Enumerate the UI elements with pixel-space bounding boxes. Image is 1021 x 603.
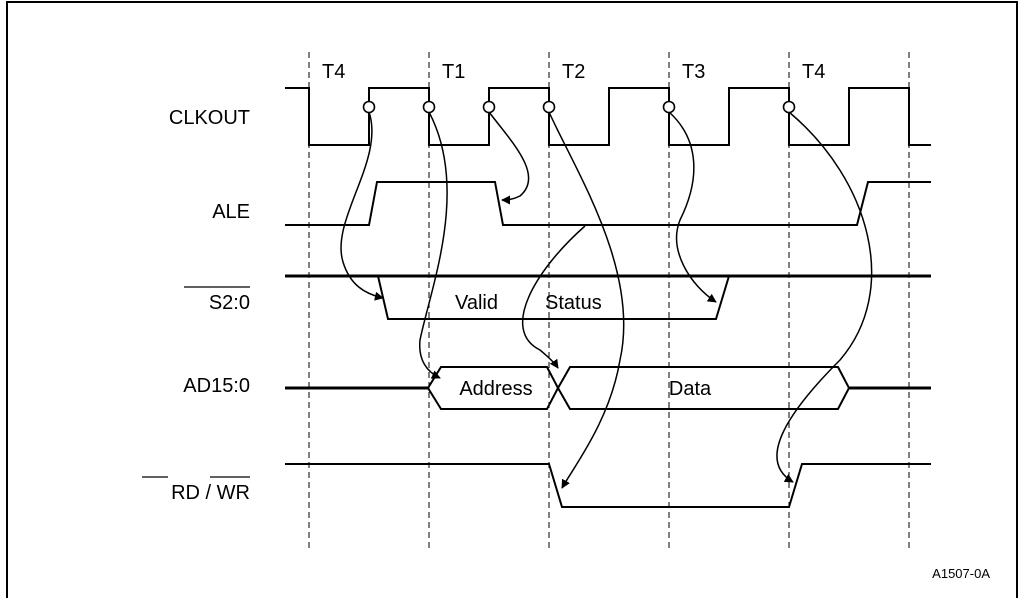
signal-label-rd: RD: [171, 482, 200, 504]
data-label: Data: [669, 378, 712, 400]
ale-waveform: [285, 181, 931, 226]
period-labels: T4 T1 T2 T3 T4: [322, 61, 825, 83]
arrow-clk-to-ale: [488, 111, 530, 205]
signal-label-wr: WR: [217, 482, 250, 504]
bus-labels: Valid Status Address Data: [455, 292, 712, 400]
arrow-clk-to-rd-end: [776, 111, 873, 483]
signal-label-clkout: CLKOUT: [169, 107, 250, 129]
arrow-clk-to-address: [419, 111, 448, 379]
sample-point: [542, 100, 556, 114]
period-label-t3: T3: [682, 61, 705, 83]
status-word-label: Status: [545, 292, 602, 314]
clock-sample-points: [362, 100, 796, 114]
arrow-clk-to-rd: [548, 111, 625, 489]
sample-point: [482, 100, 496, 114]
sample-point: [422, 100, 436, 114]
sample-point: [782, 100, 796, 114]
figure-border: [6, 1, 1018, 603]
period-label-t4: T4: [322, 61, 345, 83]
signal-label-ad: AD15:0: [183, 375, 250, 397]
period-label-t1: T1: [442, 61, 465, 83]
sample-point: [362, 100, 376, 114]
period-label-t2: T2: [562, 61, 585, 83]
signal-names: CLKOUT ALE S2:0 AD15:0 RD / WR: [142, 107, 250, 504]
figure-id: A1507-0A: [932, 566, 990, 581]
arrow-ale-to-data: [521, 225, 586, 369]
signal-label-slash: /: [200, 482, 217, 504]
signal-label-s20: S2:0: [209, 292, 250, 314]
rd-wr-waveform: [285, 463, 931, 508]
causal-arrows: [340, 111, 873, 489]
status-valid-label: Valid: [455, 292, 498, 314]
arrow-clk-to-s20: [340, 111, 384, 301]
signal-label-rd-wr: RD / WR: [171, 482, 250, 504]
address-label: Address: [459, 378, 532, 400]
clkout-waveform: [285, 87, 931, 146]
sample-point: [662, 100, 676, 114]
period-label-t4-next: T4: [802, 61, 825, 83]
signal-label-ale: ALE: [212, 201, 250, 223]
arrow-clk-to-s20-end: [668, 111, 717, 303]
